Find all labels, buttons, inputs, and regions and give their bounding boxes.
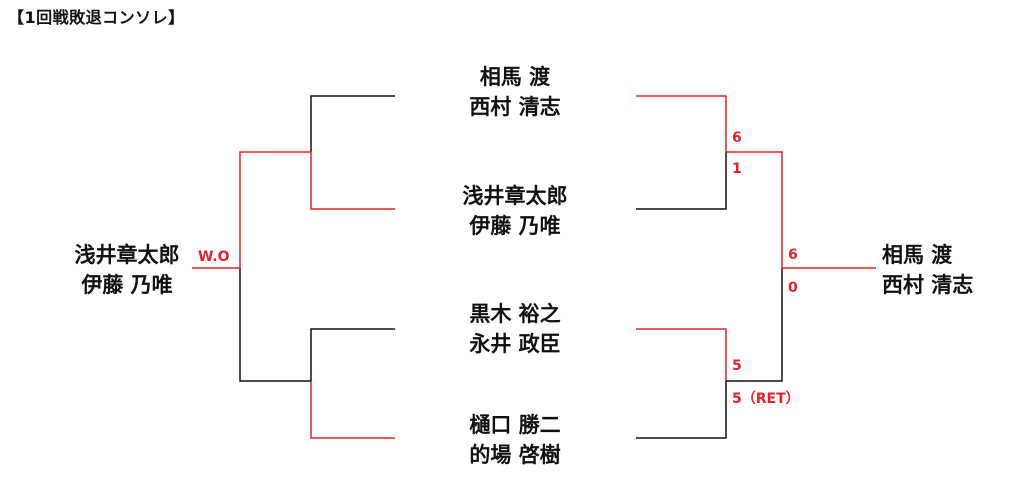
- right-line-entry-2: [636, 152, 727, 210]
- left-line-entry-3: [310, 328, 395, 381]
- right-semi-bottom-loser-score: 5（RET）: [732, 391, 800, 407]
- entry-4-player-2: 的場 啓樹: [469, 443, 561, 467]
- left-winner-player-1: 浅井章太郎: [74, 243, 180, 267]
- entry-pair-1: 相馬 渡 西村 清志: [425, 62, 605, 122]
- left-line-entry-2: [310, 152, 395, 210]
- entry-2-player-2: 伊藤 乃唯: [469, 214, 561, 238]
- right-final-winner-score: 6: [788, 247, 798, 263]
- right-line-entry-1: [636, 95, 727, 152]
- left-line-entry-4: [310, 381, 395, 439]
- right-winner-pair: 相馬 渡 西村 清志: [882, 240, 1022, 300]
- left-line-final-bottom: [239, 268, 311, 382]
- page-title: 【1回戦敗退コンソレ】: [8, 8, 185, 27]
- right-semi-bottom-winner-score: 5: [732, 358, 742, 374]
- right-semi-top-loser-score: 1: [732, 161, 742, 177]
- left-line-entry-1: [310, 95, 395, 152]
- right-semi-top-winner-score: 6: [732, 130, 742, 146]
- right-line-entry-4: [636, 381, 727, 439]
- right-final-loser-score: 0: [788, 280, 798, 296]
- entry-4-player-1: 樋口 勝二: [469, 413, 561, 437]
- entry-2-player-1: 浅井章太郎: [462, 184, 568, 208]
- entry-pair-3: 黒木 裕之 永井 政臣: [425, 299, 605, 359]
- entry-pair-4: 樋口 勝二 的場 啓樹: [425, 410, 605, 470]
- entry-1-player-1: 相馬 渡: [479, 65, 551, 89]
- left-winner-pair: 浅井章太郎 伊藤 乃唯: [52, 240, 202, 300]
- left-winner-player-2: 伊藤 乃唯: [81, 273, 173, 297]
- entry-3-player-2: 永井 政臣: [469, 332, 561, 356]
- left-line-final-top: [239, 151, 311, 268]
- entry-3-player-1: 黒木 裕之: [469, 302, 561, 326]
- left-final-score: W.O: [198, 249, 230, 265]
- right-winner-player-2: 西村 清志: [882, 273, 974, 297]
- right-line-final-bottom: [726, 268, 783, 382]
- entry-1-player-2: 西村 清志: [469, 95, 561, 119]
- entry-pair-2: 浅井章太郎 伊藤 乃唯: [425, 181, 605, 241]
- right-winner-player-1: 相馬 渡: [882, 243, 953, 267]
- right-line-entry-3: [636, 328, 727, 381]
- right-line-final-top: [726, 151, 783, 268]
